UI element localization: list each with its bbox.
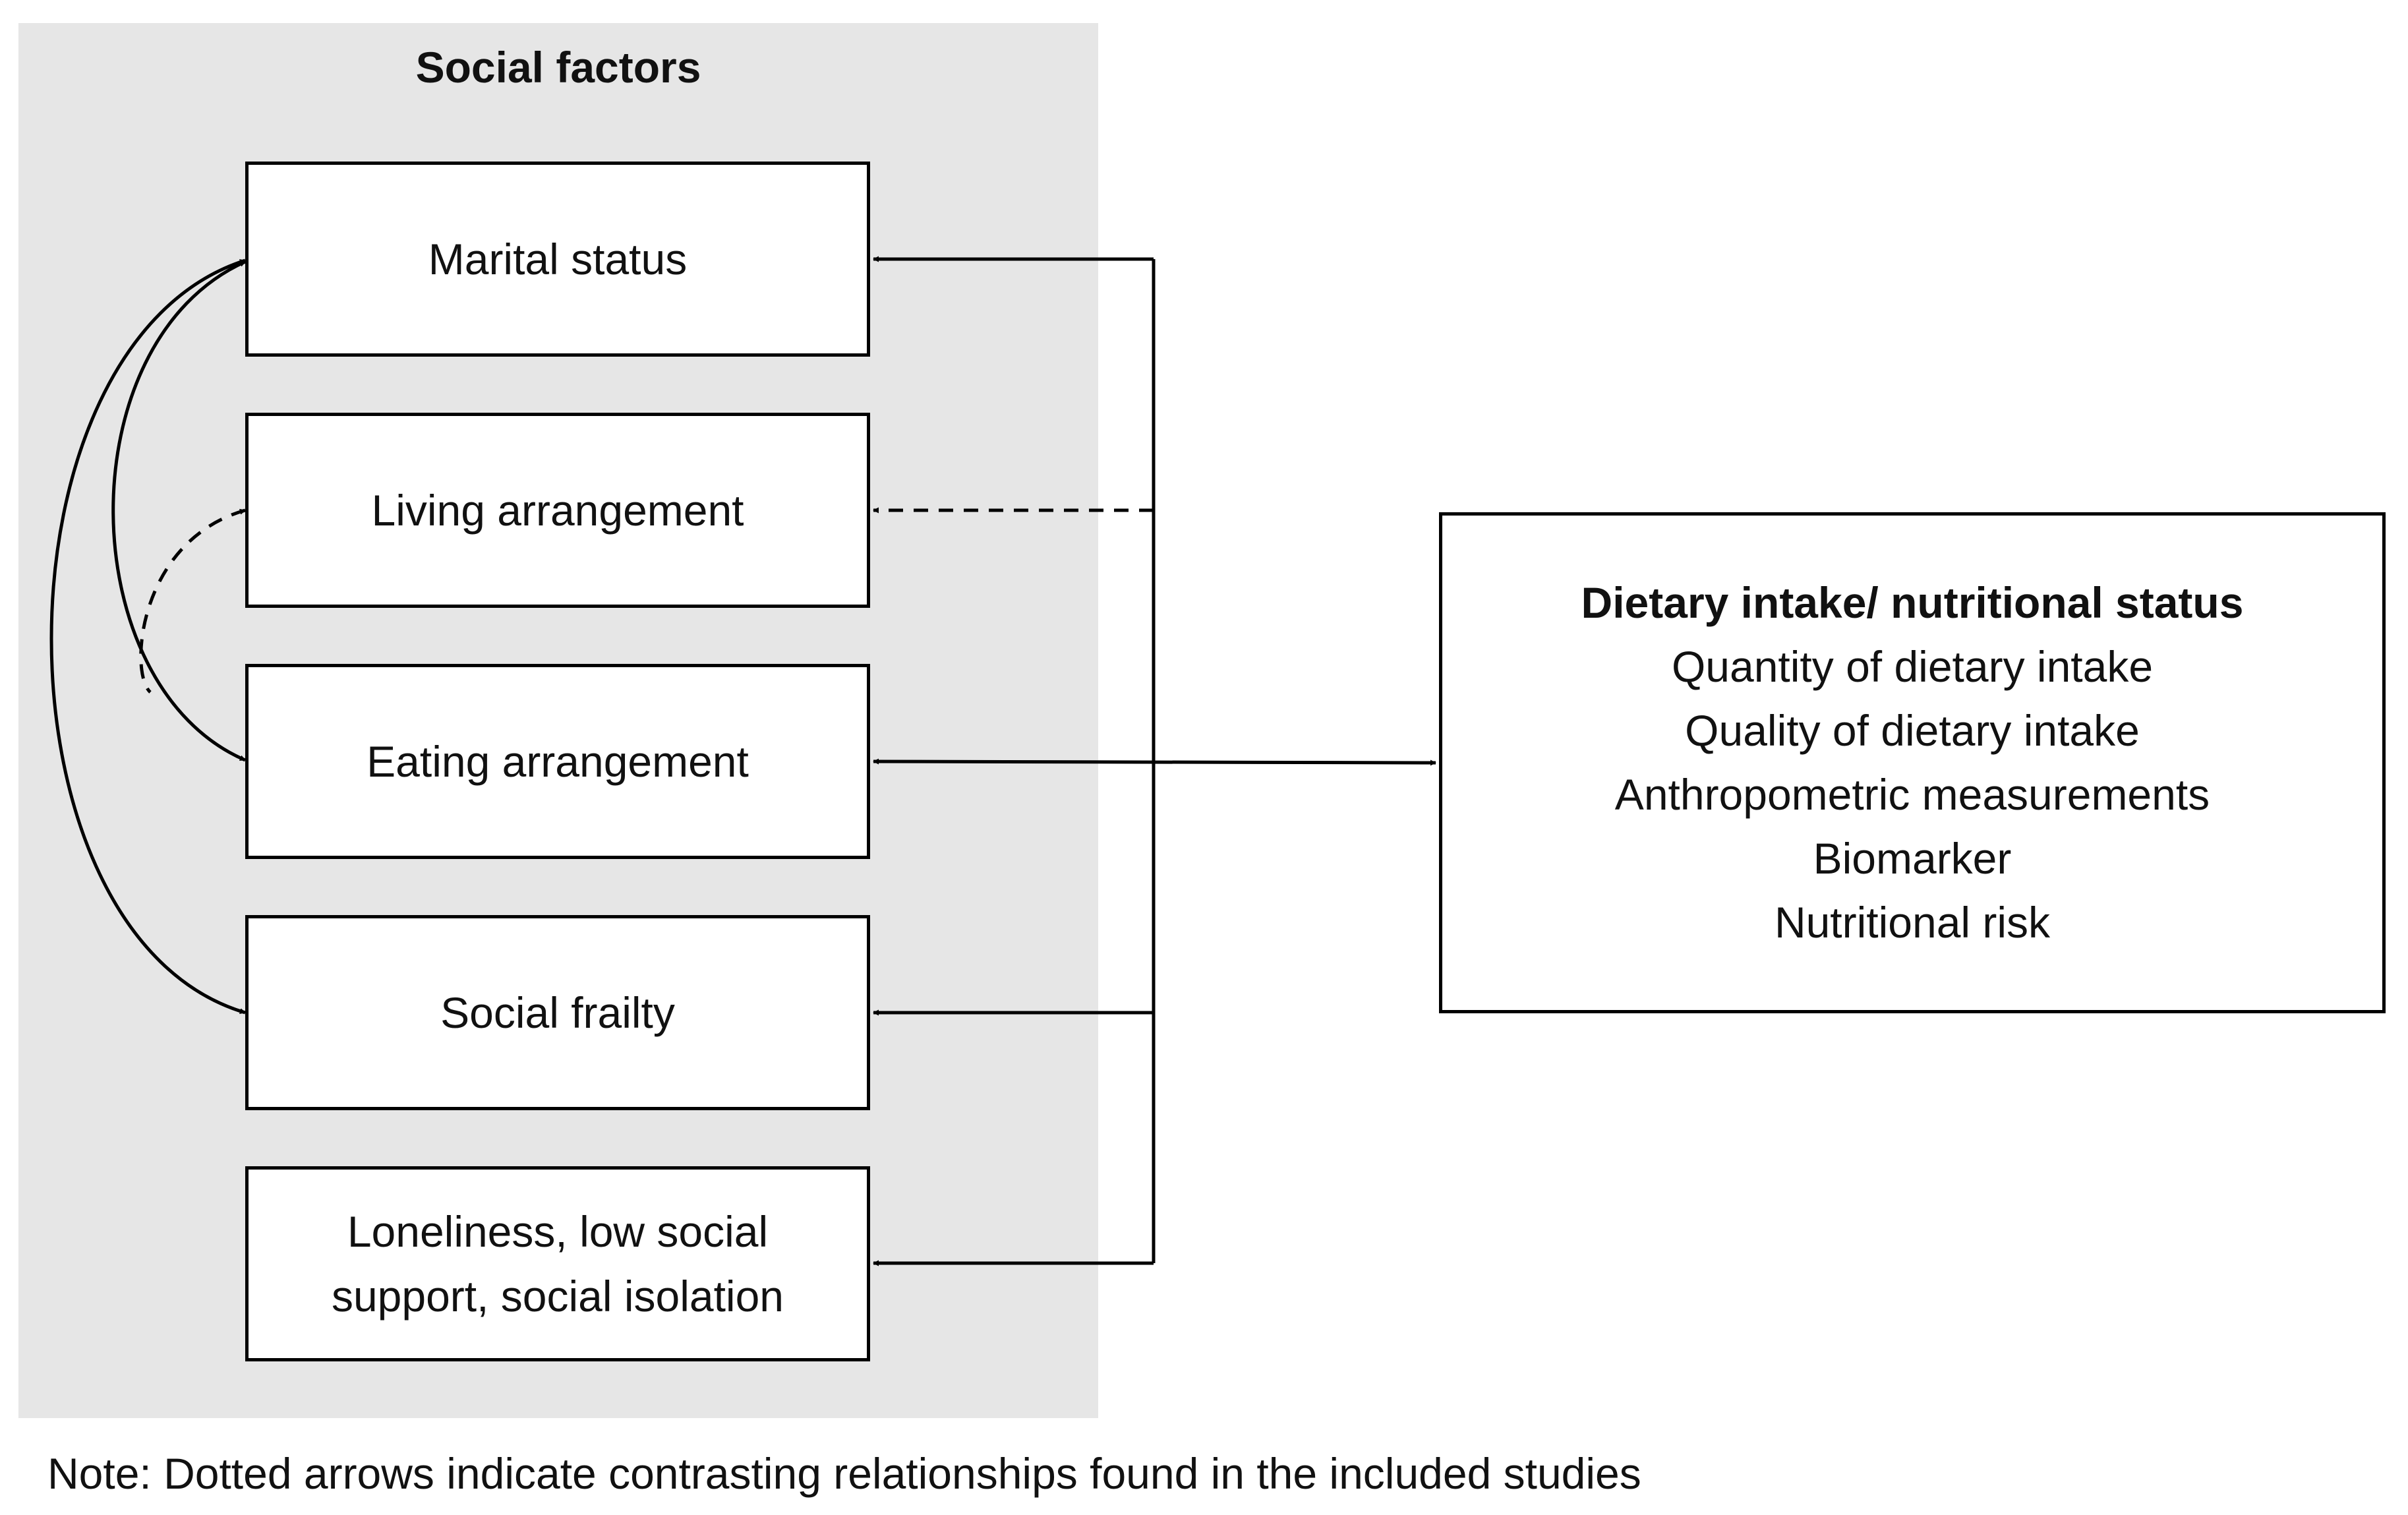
outcome-title: Dietary intake/ nutritional status	[1581, 578, 2244, 627]
outcome-box: Dietary intake/ nutritional status Quant…	[1439, 512, 2386, 1013]
factor-eating-arrangement: Eating arrangement	[245, 664, 870, 859]
note-text: Note: Dotted arrows indicate contrasting…	[47, 1449, 1641, 1498]
curve-living-eating-dashed	[139, 508, 246, 694]
curve-marital-eating	[111, 260, 247, 762]
panel-title: Social factors	[415, 43, 701, 92]
connector-eating-outcome	[873, 758, 1436, 766]
outcome-item: Quantity of dietary intake	[1671, 642, 2154, 691]
factor-social-frailty: Social frailty	[245, 915, 870, 1110]
factor-loneliness: Loneliness, low social support, social i…	[245, 1166, 870, 1361]
outcome-item: Nutritional risk	[1774, 898, 2051, 947]
factor-living-arrangement: Living arrangement	[245, 413, 870, 608]
curve-marital-frailty	[49, 258, 246, 1015]
outcome-item: Biomarker	[1813, 834, 2012, 883]
outcome-item: Anthropometric measurements	[1614, 770, 2210, 819]
outcome-item: Quality of dietary intake	[1685, 706, 2140, 755]
factor-marital-status: Marital status	[245, 162, 870, 357]
